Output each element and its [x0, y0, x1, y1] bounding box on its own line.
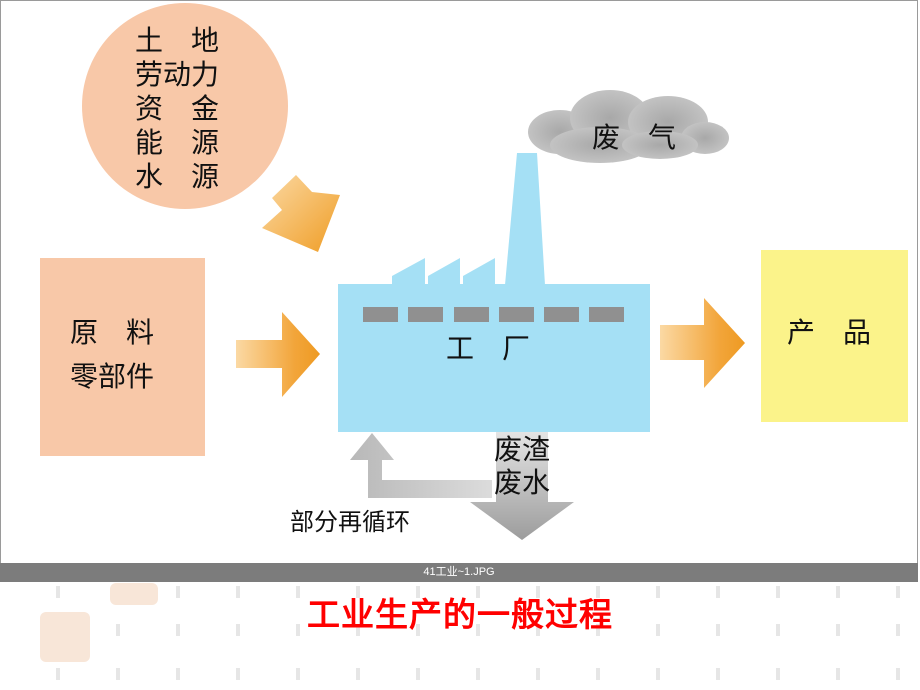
recycle-label: 部分再循环	[290, 508, 410, 536]
factory-building	[338, 153, 650, 432]
product-label: 产 品	[787, 316, 871, 349]
decorative-seal	[110, 583, 158, 605]
resource-label: 能 源	[135, 126, 219, 159]
slide-title: 工业生产的一般过程	[307, 595, 613, 634]
background-dashes	[0, 668, 920, 680]
waste-gas-label: 废 气	[592, 121, 676, 154]
waste-gas-cloud	[528, 90, 729, 163]
product-box	[761, 250, 908, 422]
resource-label: 资 金	[135, 92, 219, 125]
materials-to-factory-arrow	[236, 312, 320, 397]
resource-label: 土 地	[135, 24, 219, 57]
materials-label: 原 料	[70, 316, 154, 349]
waste-down-arrow	[470, 432, 574, 540]
image-filename: 41工业~1.JPG	[423, 566, 495, 578]
factory-windows	[363, 307, 624, 322]
waste-label: 废水	[494, 466, 550, 499]
materials-box	[40, 258, 205, 456]
image-caption-bar: 41工业~1.JPG	[0, 563, 918, 582]
decorative-seal	[40, 612, 90, 662]
industrial-process-diagram: 土 地 劳动力 资 金 能 源 水 源 原 料 零部件 废 气 工 厂	[40, 3, 908, 540]
factory-to-product-arrow	[660, 298, 745, 388]
materials-label: 零部件	[70, 360, 154, 393]
resource-label: 劳动力	[135, 58, 219, 91]
factory-label: 工 厂	[446, 332, 530, 365]
recycle-arrow	[350, 433, 492, 498]
resource-label: 水 源	[135, 160, 219, 193]
background-dashes	[0, 586, 920, 598]
resources-circle	[82, 3, 288, 209]
waste-label: 废渣	[494, 433, 550, 466]
background-dashes	[0, 624, 920, 636]
resources-to-factory-arrow	[262, 175, 340, 252]
